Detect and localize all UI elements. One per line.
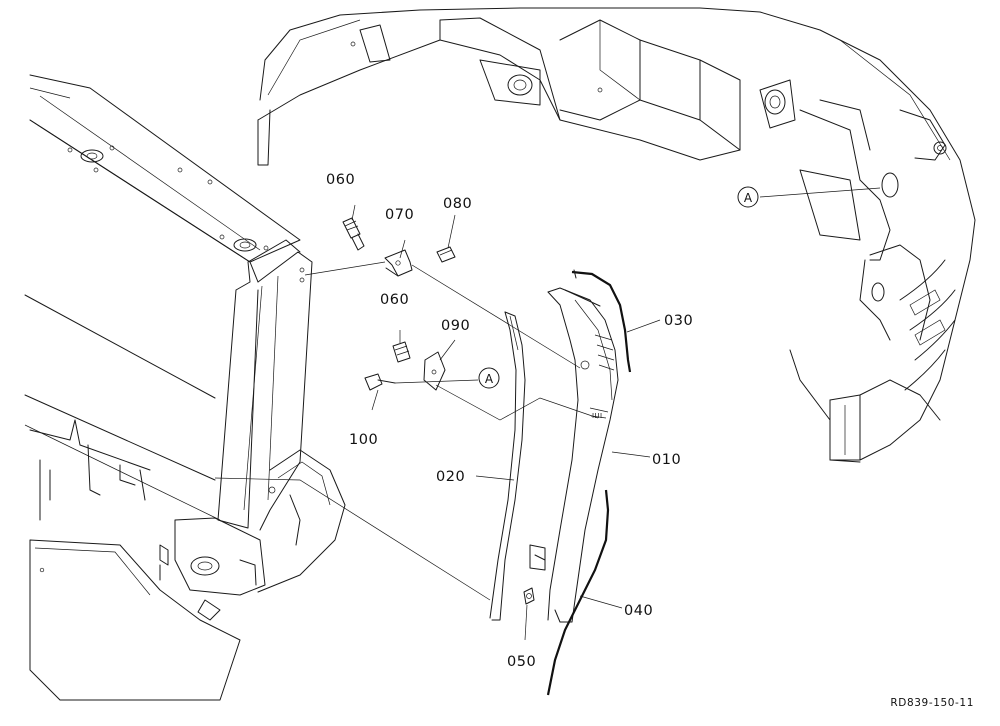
callout-070: 070 [385, 207, 414, 223]
drawing-code: RD839-150-11 [890, 697, 974, 709]
callout-090: 090 [441, 318, 470, 334]
part-010-cover: IIII [529, 287, 619, 623]
callout-010: 010 [652, 452, 681, 468]
reference-mark-a-right-label: A [744, 191, 753, 205]
reference-mark-a-right [737, 186, 759, 208]
callout-100: 100 [349, 432, 378, 448]
part-050-clip [523, 587, 535, 605]
frame-assembly [24, 74, 346, 701]
callout-060-upper: 060 [326, 172, 355, 188]
reference-mark-a-left-label: A [485, 372, 494, 386]
callout-030: 030 [664, 313, 693, 329]
callout-060-lower: 060 [380, 292, 409, 308]
hardware-upper [342, 217, 456, 277]
callout-050: 050 [507, 654, 536, 670]
callout-080: 080 [443, 196, 472, 212]
part-020-seal [489, 311, 526, 621]
svg-text:IIII: IIII [592, 412, 603, 420]
leader-lines [214, 187, 881, 641]
callout-020: 020 [436, 469, 465, 485]
part-030-trim [571, 269, 632, 373]
hardware-lower [364, 341, 446, 391]
reference-mark-a-left [478, 367, 500, 389]
callout-040: 040 [624, 603, 653, 619]
counterweight-assembly [257, 7, 976, 463]
part-040-trim [546, 489, 610, 696]
